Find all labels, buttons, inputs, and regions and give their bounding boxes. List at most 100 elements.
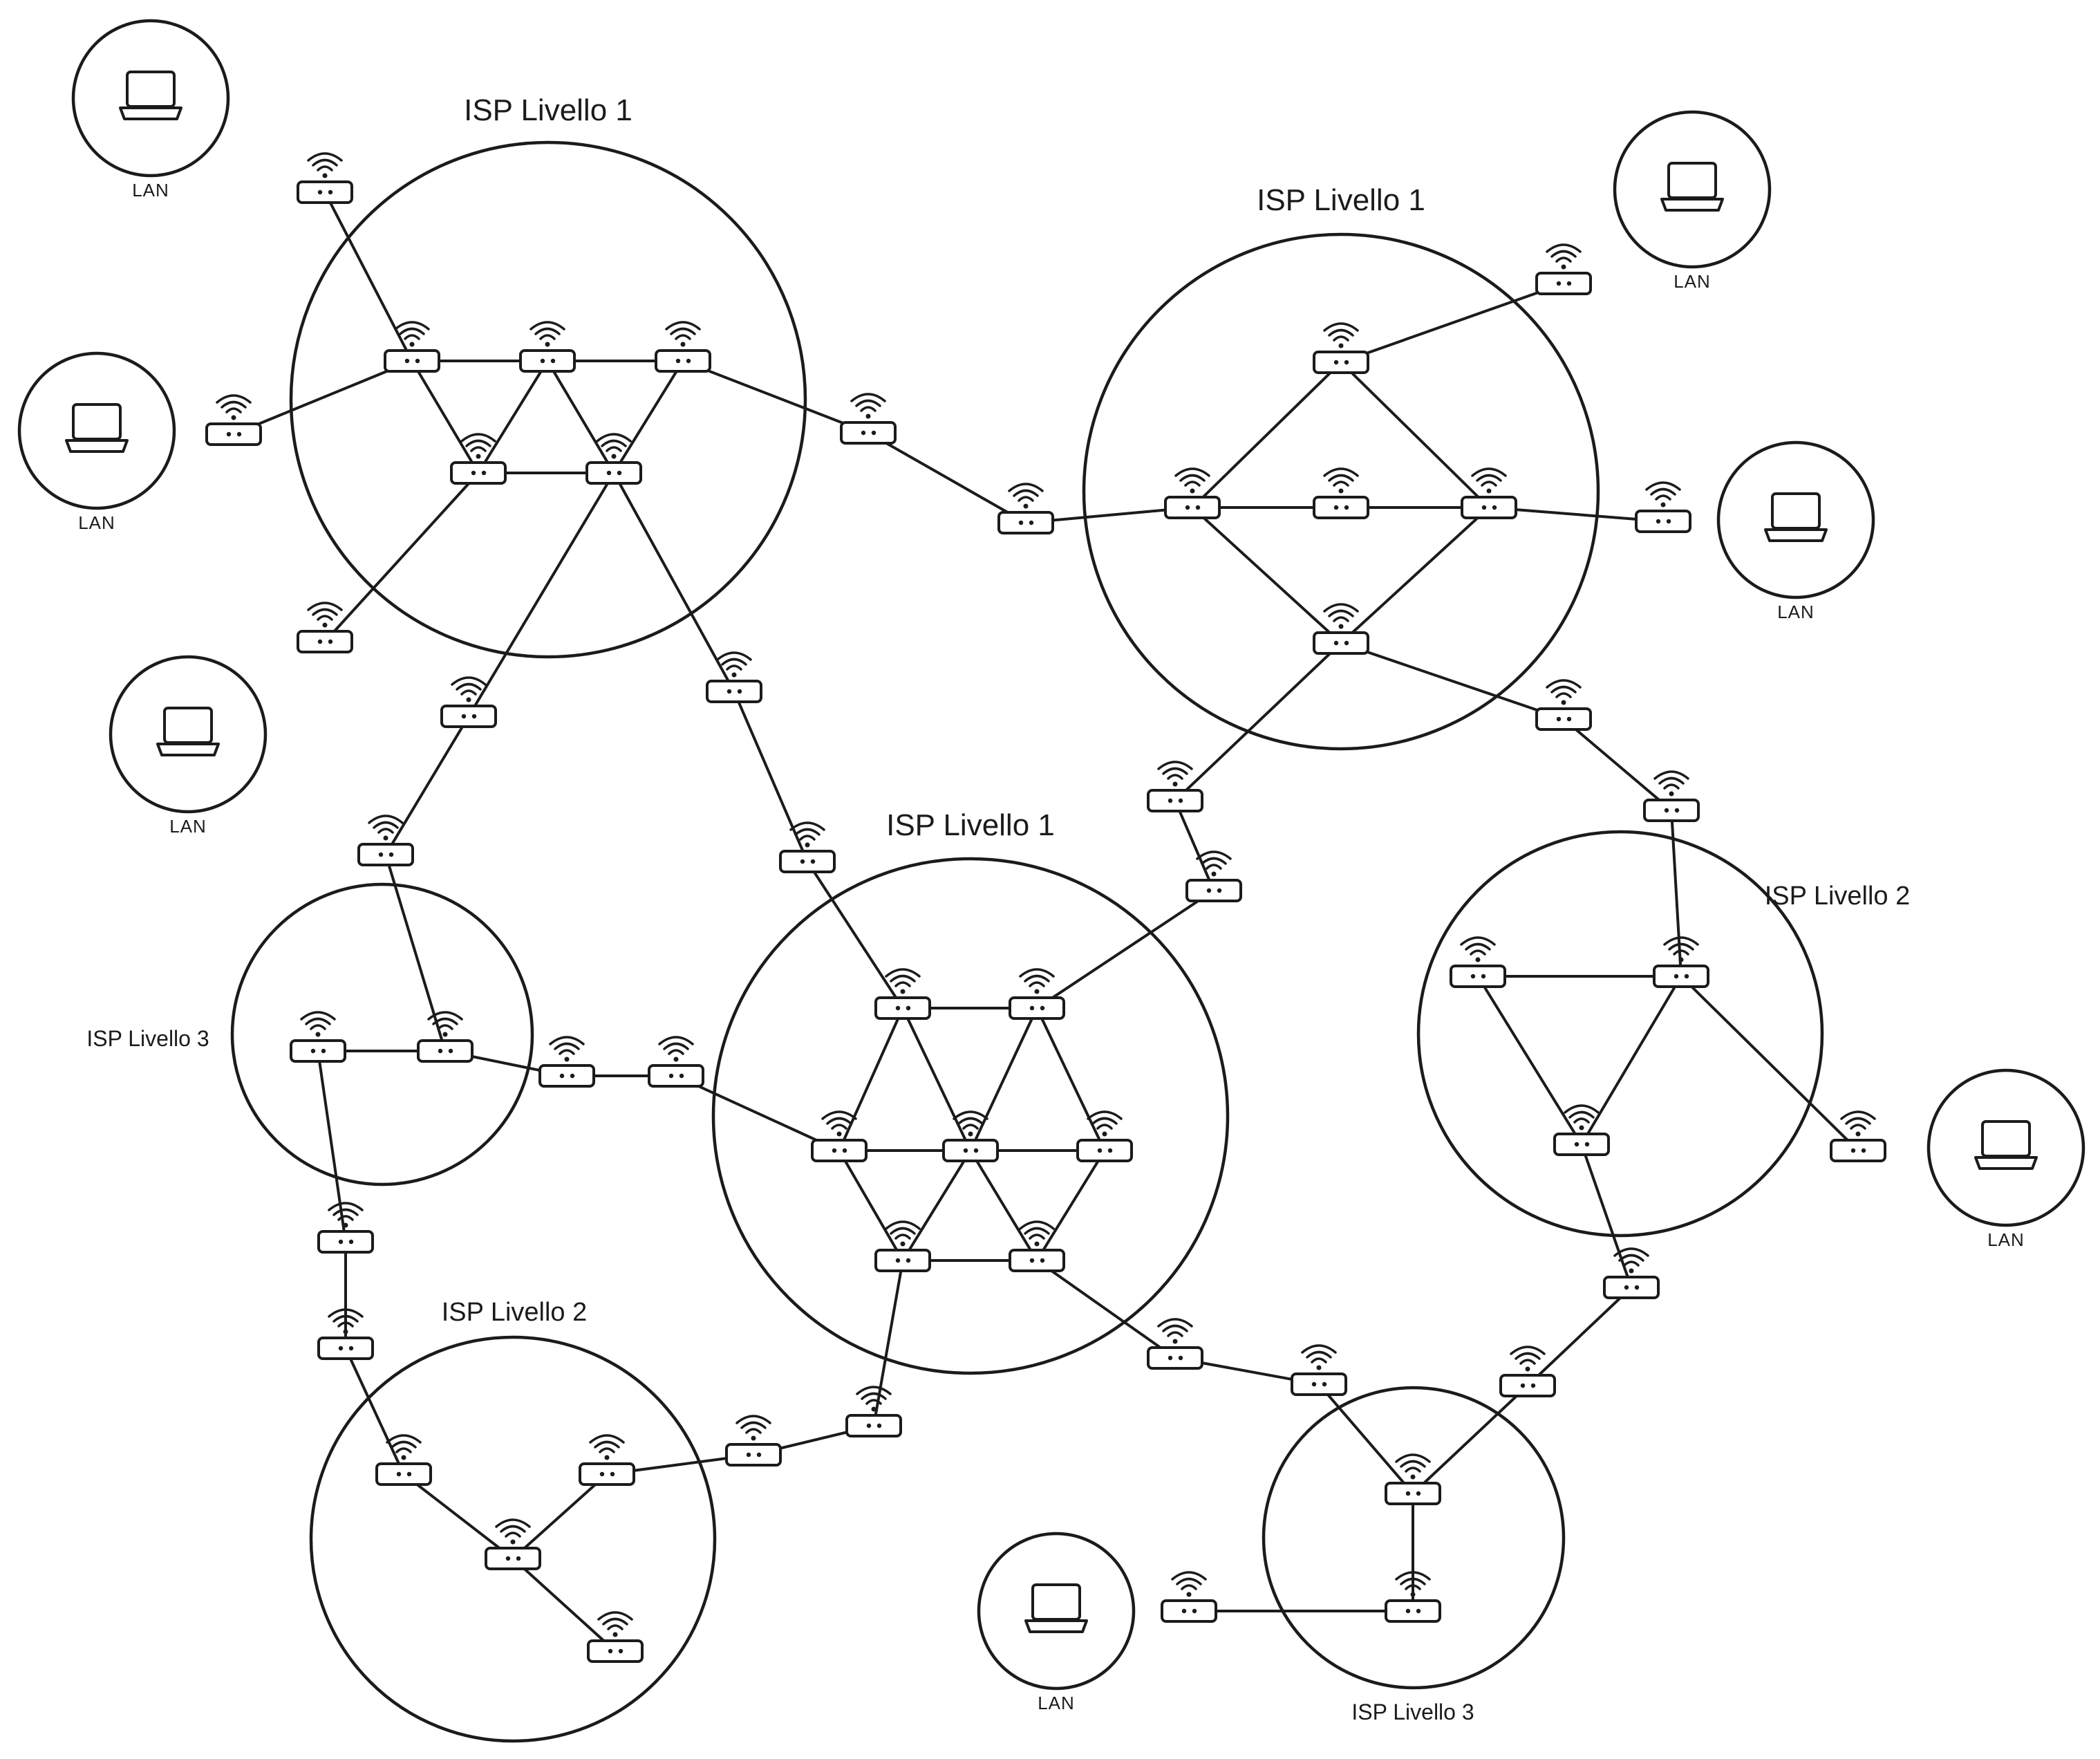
link-t2-g1 [1318, 1383, 1414, 1495]
link-f1-y1 [317, 1050, 347, 1243]
wifi-router-icon [1161, 1571, 1217, 1623]
wifi-router-icon [1313, 467, 1369, 519]
link-e2-e3 [512, 1473, 608, 1560]
lan-northeast-top: LAN [1613, 110, 1772, 292]
link-a3-a5 [612, 360, 684, 474]
link-w1-w2 [384, 715, 470, 856]
wifi-router-icon [297, 602, 353, 653]
link-l5a-b4 [1488, 506, 1665, 523]
isp-label-tier3-west: ISP Livello 3 [86, 1026, 209, 1051]
lan-label: LAN [1038, 1693, 1075, 1713]
link-c4-c6 [901, 1149, 972, 1262]
wifi-router-icon [1313, 322, 1369, 374]
laptop-icon [1764, 492, 1828, 542]
isp-label-tier1-center: ISP Livello 1 [886, 808, 1055, 842]
lan-label: LAN [78, 512, 115, 533]
isp-region-tier1-center [711, 857, 1230, 1375]
lan-boundary [1716, 440, 1875, 599]
laptop-icon [119, 71, 182, 120]
link-e3-e4 [512, 1557, 617, 1653]
link-b5-q1 [1340, 642, 1565, 720]
wifi-router-icon [317, 1308, 374, 1360]
wifi-router-icon [384, 321, 440, 373]
link-y2-e1 [344, 1347, 405, 1476]
wifi-router-icon [1535, 243, 1592, 295]
wifi-router-icon [519, 321, 576, 373]
laptop-icon [156, 707, 220, 756]
link-l4a-b1 [1340, 282, 1565, 364]
lan-southwest: LAN [109, 655, 268, 837]
wifi-router-icon [1553, 1104, 1610, 1156]
wifi-router-icon [648, 1036, 704, 1088]
wifi-router-icon [779, 821, 836, 873]
isp-label-tier1-northwest: ISP Livello 1 [464, 93, 632, 127]
wifi-router-icon [1313, 603, 1369, 655]
link-l6a-d2 [1680, 975, 1859, 1152]
link-c2-c4 [969, 1007, 1038, 1152]
isp-regions-layer [230, 140, 1824, 1743]
link-c5-c7 [1035, 1149, 1106, 1262]
links-layer [232, 191, 1859, 1653]
wifi-router-icon [205, 394, 262, 446]
wifi-router-icon [706, 651, 762, 703]
link-e1-e3 [402, 1473, 514, 1560]
wifi-router-icon [1643, 770, 1700, 822]
wifi-router-icon [1499, 1346, 1556, 1397]
link-c7-t1 [1035, 1259, 1176, 1359]
isp-region-tier1-northeast [1082, 232, 1600, 751]
lan-east-upper: LAN [1716, 440, 1875, 622]
isp-label-tier2-east: ISP Livello 2 [1765, 882, 1911, 911]
wifi-router-icon [1147, 1318, 1203, 1370]
link-x2-c3 [675, 1074, 841, 1152]
link-a1-a4 [411, 360, 480, 474]
link-b1-b2 [1191, 361, 1342, 509]
wifi-router-icon [587, 1611, 644, 1663]
wifi-router-icon [585, 433, 642, 485]
laptop-icon [1024, 1583, 1088, 1633]
wifi-router-icon [874, 1220, 931, 1272]
wifi-router-icon [1830, 1110, 1886, 1162]
isp-region-tier2-southwest [309, 1335, 717, 1743]
link-d1-d3 [1476, 975, 1583, 1146]
wifi-router-icon [1450, 936, 1506, 988]
link-z2-c6 [872, 1259, 904, 1427]
link-b1-b4 [1340, 361, 1490, 509]
lan-boundary [977, 1532, 1136, 1691]
wifi-router-icon [845, 1386, 902, 1437]
wifi-router-icon [538, 1036, 595, 1088]
link-v2-c1 [806, 860, 904, 1009]
wifi-router-icon [297, 152, 353, 204]
wifi-router-icon [440, 676, 497, 728]
laptop-icon [1974, 1120, 2038, 1170]
wifi-router-icon [290, 1011, 346, 1063]
link-a2-a5 [546, 360, 615, 474]
lan-boundary [71, 19, 230, 178]
wifi-router-icon [357, 815, 414, 866]
wifi-router-icon [811, 1110, 868, 1162]
lan-boundary [1613, 110, 1772, 269]
link-a5-w1 [467, 472, 615, 718]
wifi-router-icon [1291, 1344, 1347, 1396]
isp-label-tier3-south: ISP Livello 3 [1351, 1700, 1474, 1724]
laptop-icon [1660, 162, 1724, 212]
wifi-router-icon [1076, 1110, 1133, 1162]
lan-label: LAN [169, 816, 207, 837]
link-d3-s1 [1580, 1143, 1633, 1289]
lan-label: LAN [1674, 271, 1711, 292]
link-l2a-a1 [232, 360, 413, 436]
wifi-router-icon [1535, 679, 1592, 731]
link-l3a-a4 [324, 472, 480, 643]
isp-region-tier3-south [1262, 1386, 1566, 1690]
wifi-router-icon [375, 1434, 432, 1486]
lan-east-lower: LAN [1926, 1068, 2085, 1250]
link-s1-s2 [1526, 1286, 1633, 1387]
wifi-router-icon [655, 321, 711, 373]
link-b4-b5 [1340, 506, 1490, 644]
wifi-router-icon [417, 1011, 474, 1063]
wifi-router-icon [725, 1415, 782, 1467]
wifi-router-icon [1385, 1453, 1441, 1505]
link-c1-c3 [838, 1007, 904, 1152]
link-u1-u2 [867, 431, 1027, 524]
